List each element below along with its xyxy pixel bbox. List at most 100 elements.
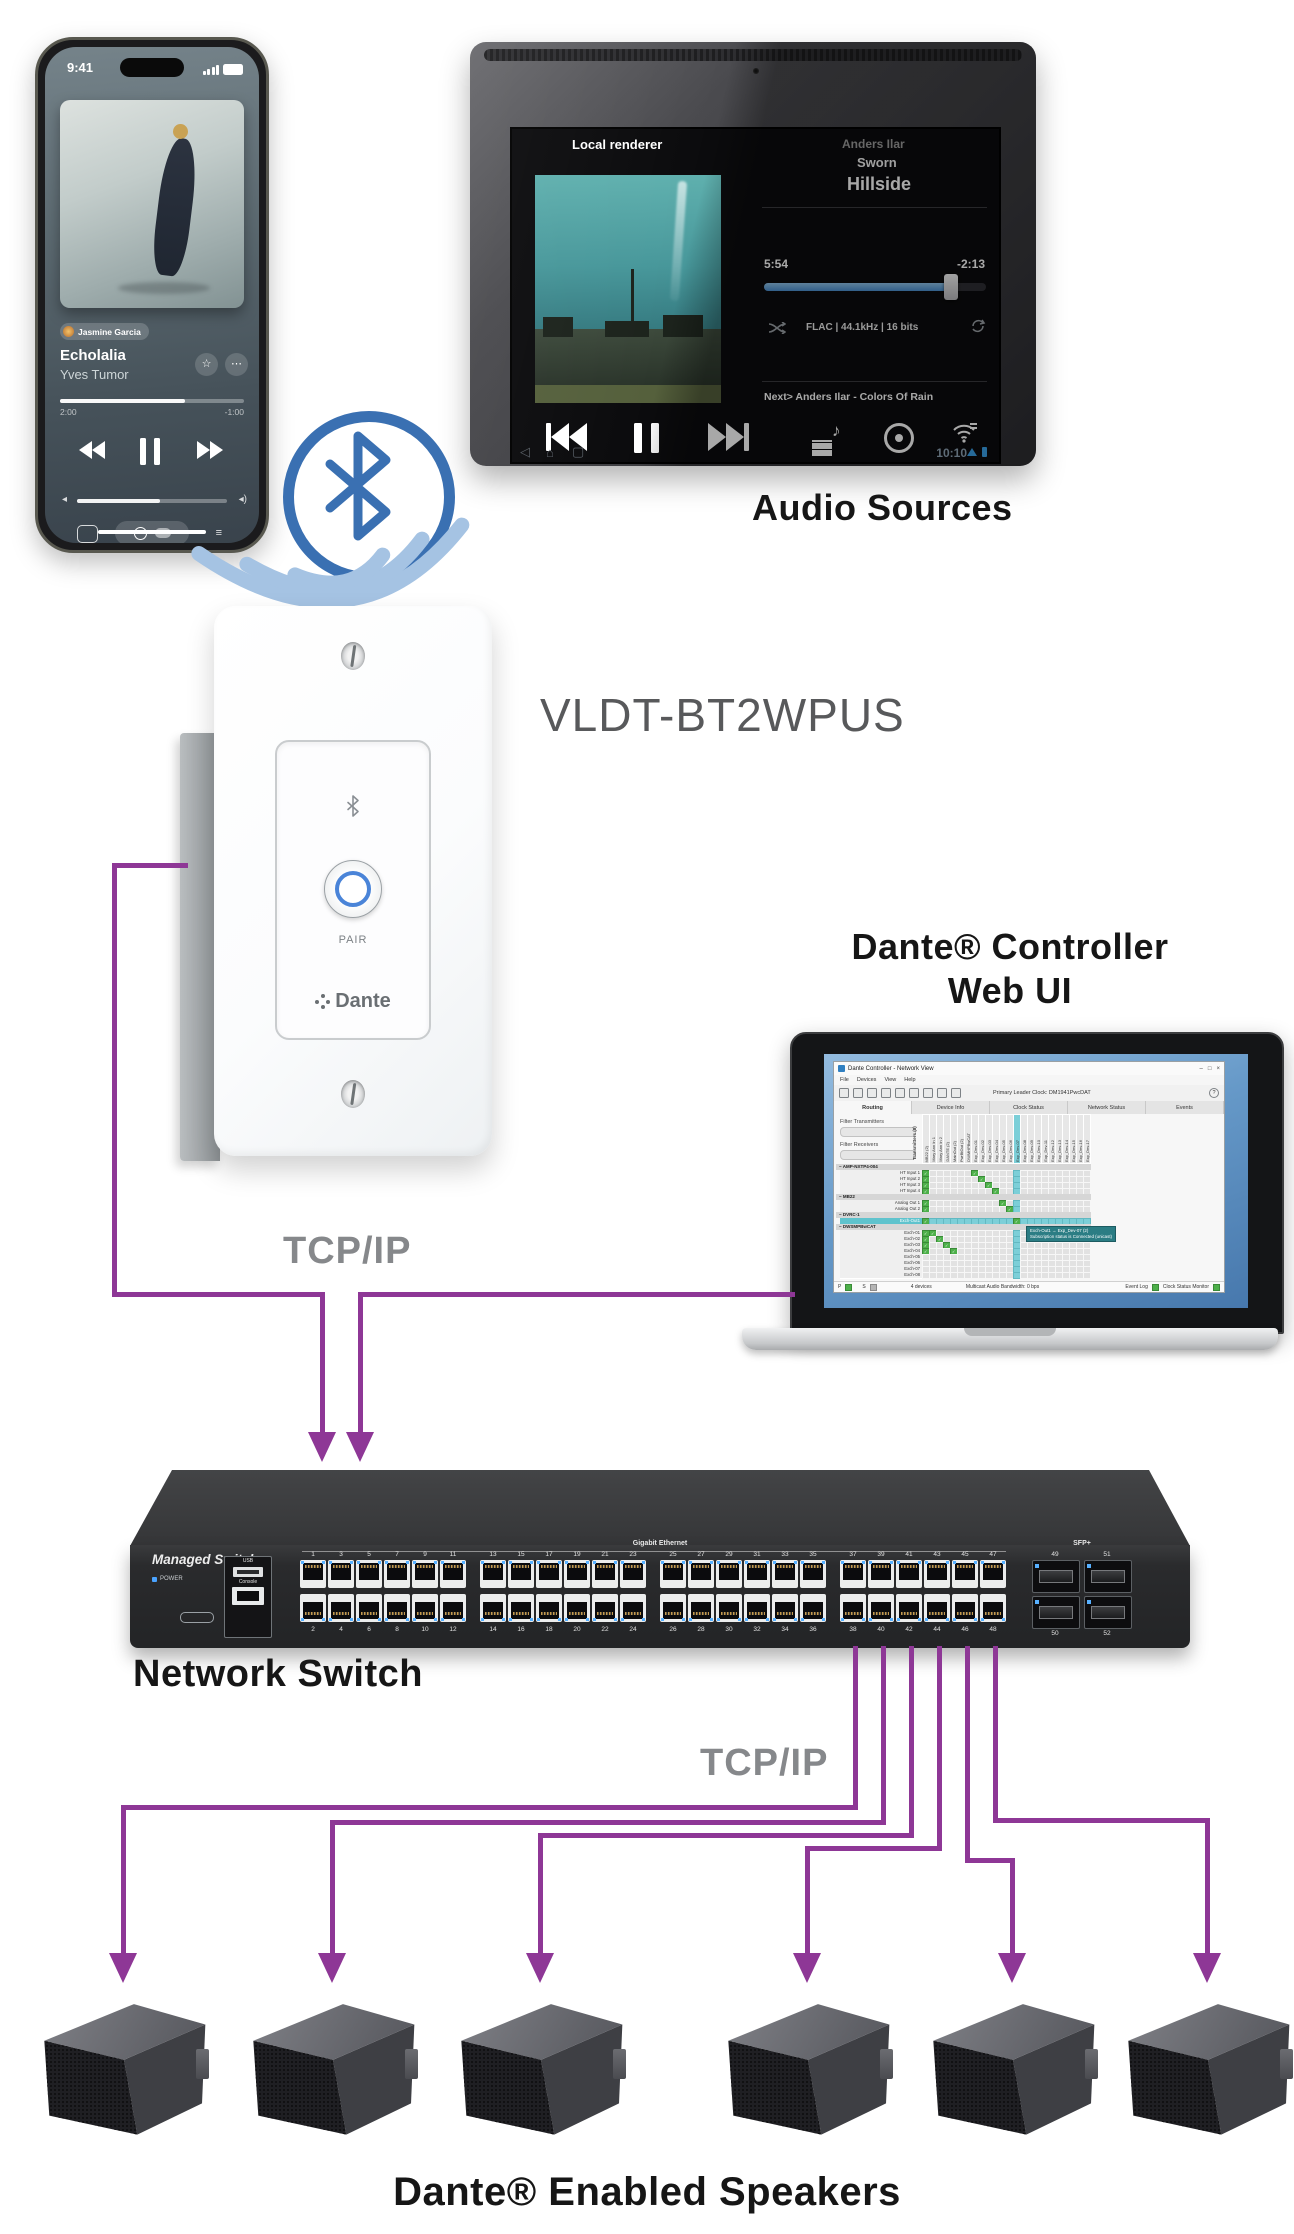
- clock-monitor-led: [1213, 1283, 1220, 1291]
- toolbar-icon[interactable]: [895, 1088, 905, 1098]
- tablet-seek-knob[interactable]: [944, 274, 958, 300]
- tablet-camera: [753, 68, 759, 74]
- star-icon: ☆: [201, 358, 212, 370]
- port-number: 28: [697, 1626, 705, 1633]
- usb-label: USB: [242, 1558, 254, 1564]
- android-home-icon[interactable]: ⌂: [546, 445, 554, 460]
- android-recents-icon[interactable]: ▢: [572, 444, 585, 459]
- sfp-port: [1084, 1560, 1132, 1593]
- album-smoke-streak: [669, 180, 688, 302]
- pair-button[interactable]: [324, 860, 382, 918]
- tab-routing[interactable]: Routing: [834, 1101, 912, 1114]
- filter-transmitters-input[interactable]: [840, 1127, 916, 1137]
- tablet-speaker-grille: [484, 49, 1022, 61]
- phone-track-title: Echolalia: [60, 347, 126, 364]
- smartphone-screen: 9:41 Jasmine Garcia Echolalia Yves Tumor…: [45, 47, 259, 543]
- tab-network-status[interactable]: Network Status: [1068, 1101, 1146, 1114]
- battery-icon: [223, 64, 243, 75]
- favorite-button[interactable]: ☆: [195, 353, 218, 376]
- toolbar-icon[interactable]: [909, 1088, 919, 1098]
- matrix-cell[interactable]: [1083, 1272, 1091, 1279]
- menu-item-devices[interactable]: Devices: [856, 1077, 877, 1083]
- lyrics-button[interactable]: [77, 525, 98, 543]
- matrix-row-label[interactable]: Exch-08: [840, 1272, 922, 1279]
- toolbar-icon[interactable]: [867, 1088, 877, 1098]
- matrix-device-group[interactable]: − MB22: [836, 1194, 1091, 1200]
- disc-icon[interactable]: [884, 423, 914, 458]
- volume-slider[interactable]: [77, 499, 227, 503]
- menu-item-help[interactable]: Help: [904, 1077, 916, 1083]
- port-number: 8: [395, 1626, 399, 1633]
- toolbar-icon[interactable]: [881, 1088, 891, 1098]
- wifi-icon[interactable]: [950, 421, 978, 448]
- dante-controller-window: Dante Controller - Network View –□× File…: [833, 1061, 1225, 1293]
- repeat-icon[interactable]: [969, 319, 987, 338]
- close-button[interactable]: ×: [1216, 1065, 1220, 1072]
- tablet-previous-button[interactable]: [546, 423, 587, 456]
- speaker-illustration: [1125, 2000, 1293, 2136]
- toolbar-icon[interactable]: [937, 1088, 947, 1098]
- tablet-next-button[interactable]: [708, 423, 749, 456]
- port-number: 19: [573, 1551, 581, 1558]
- ethernet-port: [508, 1560, 534, 1588]
- speaker-connector: [993, 1818, 1210, 1823]
- album-grass: [535, 385, 721, 403]
- bluetooth-waves-icon: [183, 479, 498, 685]
- toolbar-icon[interactable]: [951, 1088, 961, 1098]
- pause-button[interactable]: [140, 438, 160, 465]
- tablet-screen: Local renderer Anders Ilar Sworn Hillsid…: [510, 127, 1001, 464]
- next-track-button[interactable]: [197, 441, 223, 464]
- playlist-icon[interactable]: ♪: [812, 421, 841, 446]
- menu-item-view[interactable]: View: [884, 1077, 897, 1083]
- pair-button-led-ring: [335, 871, 371, 907]
- transmitters-root-label[interactable]: Transmitters (8): [912, 1126, 917, 1160]
- screw: [341, 1080, 365, 1108]
- matrix-device-group[interactable]: − DVRC-1: [836, 1212, 1091, 1218]
- shuffle-icon[interactable]: [768, 321, 787, 339]
- connector-arrow: [346, 1432, 374, 1462]
- tablet-pause-button[interactable]: [634, 423, 659, 453]
- help-icon[interactable]: ?: [1209, 1088, 1219, 1098]
- previous-track-button[interactable]: [79, 441, 105, 464]
- toolbar-icon[interactable]: [853, 1088, 863, 1098]
- event-log-label[interactable]: Event Log: [1125, 1284, 1148, 1290]
- port-number: 39: [877, 1551, 885, 1558]
- more-button[interactable]: ⋯: [225, 353, 248, 376]
- port-number: 31: [753, 1551, 761, 1558]
- matrix-column-header[interactable]: Exp_Dev-17: [1083, 1114, 1091, 1164]
- artist-badge[interactable]: Jasmine Garcia: [60, 323, 149, 340]
- toolbar-icon[interactable]: [839, 1088, 849, 1098]
- minimize-button[interactable]: –: [1199, 1065, 1203, 1072]
- toolbar-icon[interactable]: [923, 1088, 933, 1098]
- clock-monitor-label[interactable]: Clock Status Monitor: [1162, 1284, 1209, 1290]
- speaker-connector: [538, 1833, 914, 1838]
- speakers-caption: Dante® Enabled Speakers: [393, 2170, 901, 2214]
- routing-matrix-panel: Filter Transmitters Filter Receivers Rec…: [834, 1114, 1224, 1282]
- menu-item-file[interactable]: File: [840, 1077, 849, 1083]
- tab-clock-status[interactable]: Clock Status: [990, 1101, 1068, 1114]
- speaker-connector: [1010, 1858, 1015, 1955]
- tab-events[interactable]: Events: [1146, 1101, 1224, 1114]
- tablet-seek-slider[interactable]: [764, 283, 986, 291]
- home-indicator[interactable]: [98, 529, 206, 534]
- matrix-device-group[interactable]: − DWSMPBwCAT: [836, 1224, 1091, 1230]
- ethernet-port: [716, 1560, 742, 1588]
- queue-button[interactable]: ≡: [215, 527, 223, 539]
- pair-label: PAIR: [338, 934, 368, 946]
- port-number: 1: [311, 1551, 315, 1558]
- tablet-album: Sworn: [857, 155, 897, 170]
- port-number: 15: [517, 1551, 525, 1558]
- ethernet-port: [840, 1560, 866, 1588]
- maximize-button[interactable]: □: [1207, 1065, 1212, 1072]
- tab-device-info[interactable]: Device Info: [912, 1101, 990, 1114]
- connector-arrow: [318, 1953, 346, 1983]
- android-back-icon[interactable]: ◁: [520, 444, 530, 459]
- matrix-device-group[interactable]: − AMP-NXTP4-004: [836, 1164, 1091, 1170]
- filter-receivers-input[interactable]: [840, 1150, 916, 1160]
- device-model-label: VLDT-BT2WPUS: [540, 689, 905, 741]
- phone-progress-bar[interactable]: [60, 399, 244, 403]
- volume-fill: [77, 499, 160, 503]
- tooltip-line2: Subscription status is Connected (unicas…: [1030, 1234, 1112, 1239]
- window-titlebar[interactable]: Dante Controller - Network View –□×: [834, 1062, 1224, 1076]
- ethernet-port: [744, 1594, 770, 1622]
